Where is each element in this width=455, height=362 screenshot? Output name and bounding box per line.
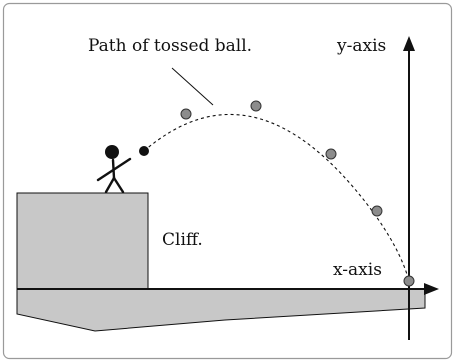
y-axis-label: y-axis (336, 36, 386, 56)
ball-launch (139, 146, 149, 156)
x-axis-label: x-axis (333, 260, 382, 280)
ball-position (325, 148, 337, 160)
y-axis-arrowhead (403, 36, 415, 51)
ball-trajectory (143, 113, 410, 282)
thrower-figure (96, 145, 132, 194)
ball-position (371, 205, 383, 217)
ball-position (403, 275, 415, 287)
ball-position (250, 100, 262, 112)
path-label: Path of tossed ball. (88, 36, 252, 56)
cliff-label: Cliff. (162, 230, 203, 250)
thrower-arms (96, 157, 132, 182)
path-label-leader (171, 67, 214, 106)
x-axis-arrowhead (424, 283, 439, 295)
cliff-block (16, 192, 149, 290)
thrower-head (105, 145, 119, 159)
thrower-right-leg (112, 176, 125, 194)
thrower-left-leg (104, 176, 116, 194)
ball-position (180, 108, 192, 120)
